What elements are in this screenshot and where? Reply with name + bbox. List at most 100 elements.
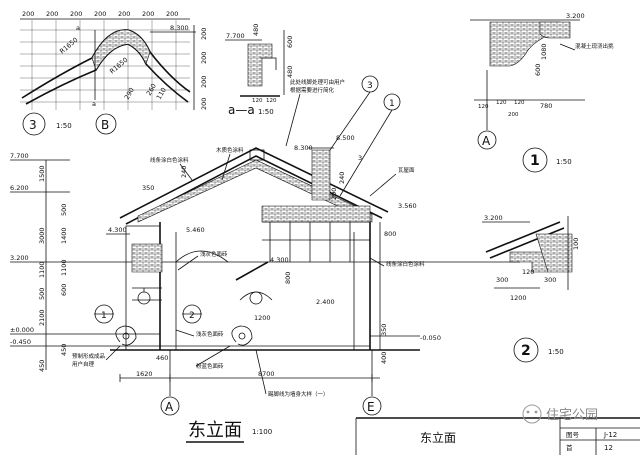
- aa-dim-3: 480: [252, 24, 260, 36]
- d1-axis: A: [482, 134, 491, 148]
- axis-a-bubble: [160, 396, 180, 416]
- aa-dim-5: 120: [266, 98, 277, 104]
- vdim-600: 600: [60, 284, 68, 296]
- d2-vdim: 100: [572, 238, 580, 250]
- aa-label: a—a: [228, 103, 255, 117]
- elev-level-4300a: 4.300: [108, 226, 127, 234]
- d1-marker-circle: [522, 147, 548, 173]
- note-6: 浅灰色面砖: [200, 250, 228, 258]
- d1-level: 3.200: [566, 12, 585, 20]
- d3-radius-2: R1650: [108, 56, 129, 76]
- note-2: 根据需要进行简化: [290, 86, 335, 94]
- d1-scale: 1:50: [556, 158, 572, 166]
- vdim-450b: 450: [38, 360, 46, 372]
- note-5: 瓦屋面: [398, 167, 415, 174]
- vdim-3000: 3000: [38, 227, 46, 244]
- dim-1200: 1200: [254, 314, 271, 322]
- elev-level-3560: 3.560: [398, 202, 417, 210]
- note-8: 浅灰色面砖: [196, 330, 224, 338]
- d1-vdim: 1080: [540, 43, 548, 60]
- elev-level-8500: 8.500: [336, 134, 355, 142]
- scroll-ornament-left: [115, 325, 137, 346]
- elev-callout-2-label: 2: [189, 311, 195, 321]
- d3-top-dim-3: 200: [70, 10, 82, 18]
- note-9: 粉蓝色面砖: [196, 362, 224, 370]
- scroll-ornament-center: [231, 325, 253, 346]
- d3-top-dim-4: 200: [94, 10, 106, 18]
- d2-marker-circle: [513, 337, 539, 363]
- vdim-500: 500: [60, 204, 68, 216]
- d3-marker: 3: [29, 118, 37, 132]
- d3-vdim-1: 200: [200, 28, 208, 40]
- d3-vdim-4: 200: [200, 98, 208, 110]
- elev-callout-1-label: 1: [101, 311, 107, 321]
- elev-level-5460: 5.460: [186, 226, 205, 234]
- d1-dim-120b: 120: [496, 100, 507, 106]
- aa-level: 7.700: [226, 32, 245, 40]
- aa-dim-1: 600: [286, 36, 294, 48]
- note-4: 木质色涂料: [216, 146, 244, 154]
- elev-level-neg050: -0.050: [420, 334, 441, 342]
- d3-section-a-bottom: a: [92, 100, 96, 108]
- dim-200: 200: [330, 188, 338, 200]
- note-11: 用户自理: [72, 360, 95, 368]
- title-block-label-page: 首: [566, 443, 573, 452]
- elevation-title: 东立面: [188, 420, 242, 441]
- aa-dim-2: 480: [286, 66, 294, 78]
- bdim-1620: 1620: [136, 370, 153, 378]
- note-3: 线条涂白色涂料: [150, 156, 189, 164]
- lantern-center: [249, 291, 263, 305]
- elev-callout-1-top-label: 1: [389, 99, 395, 109]
- elev-level-neg450: -0.450: [10, 338, 31, 346]
- elev-level-3200: 3.200: [10, 254, 29, 262]
- vdim-1100a: 1100: [60, 259, 68, 276]
- d3-scale: 1:50: [56, 122, 72, 130]
- vdim-1400: 1400: [60, 227, 68, 244]
- elev-level-7700: 7.700: [10, 152, 29, 160]
- d3-vdim-3: 200: [200, 76, 208, 88]
- detail-3: 200 200 200 200 200 200 200 R1650 R1650 …: [20, 10, 208, 136]
- vdim-2100: 2100: [38, 309, 46, 326]
- d2-scale: 1:50: [548, 348, 564, 356]
- d2-marker: 2: [521, 343, 531, 359]
- d3-dim-6: 110: [155, 86, 168, 101]
- d3-vdim-2: 200: [200, 52, 208, 64]
- dim-240b: 240: [338, 172, 346, 184]
- vdim-450a: 450: [60, 344, 68, 356]
- elev-level-0: ±0.000: [10, 326, 34, 334]
- d1-dim-120a: 120: [478, 104, 489, 110]
- elev-level-4300b: 4.300: [270, 256, 289, 264]
- d1-dim-120c: 120: [514, 100, 525, 106]
- east-elevation: 7.700 6.200 3.200 ±0.000 -0.450 1500 500…: [10, 75, 520, 443]
- axis-e-bubble: [362, 396, 382, 416]
- elev-callout-3-label: 3: [367, 81, 373, 91]
- d2-dim-120: 120: [522, 268, 534, 276]
- title-block-name: 东立面: [420, 430, 456, 445]
- d3-top-dim-2: 200: [46, 10, 58, 18]
- d3-section-a-top: a: [76, 24, 80, 32]
- rdim-800: 800: [384, 230, 396, 238]
- axis-e: E: [367, 400, 375, 414]
- d2-dim-300b: 300: [544, 276, 556, 284]
- watermark: 住宅公园: [522, 404, 598, 424]
- d3-top-dim-7: 200: [166, 10, 178, 18]
- bdim-8700: 8700: [258, 370, 275, 378]
- section-a-a: 7.700 600 480 480 120 120 a—a 1:50: [225, 24, 294, 117]
- dim-240a: 240: [180, 166, 188, 178]
- watermark-text: 住宅公园: [546, 408, 598, 423]
- d1-note: 混凝土现浇出挑: [575, 42, 614, 50]
- dim-800: 800: [284, 272, 292, 284]
- note-10: 预制形成成品: [72, 352, 106, 360]
- axis-a: A: [165, 400, 174, 414]
- title-block: 东立面 图号 J-12 首 12: [355, 417, 640, 455]
- detail-2: 3.200 100 300 120 1200 300 2 1:50: [482, 214, 580, 363]
- rdim-400: 400: [380, 352, 388, 364]
- rdim-350: 350: [380, 324, 388, 336]
- elevation-scale: 1:100: [252, 428, 272, 436]
- d1-vdim-2: 600: [534, 64, 542, 76]
- bdim-460: 460: [156, 354, 168, 362]
- d3-axis-bubble: [95, 113, 117, 135]
- elev-level-8300: 8.300: [294, 144, 313, 152]
- detail-1: 3.200 混凝土现浇出挑 1080 600 120 120 120 780 2…: [470, 12, 614, 173]
